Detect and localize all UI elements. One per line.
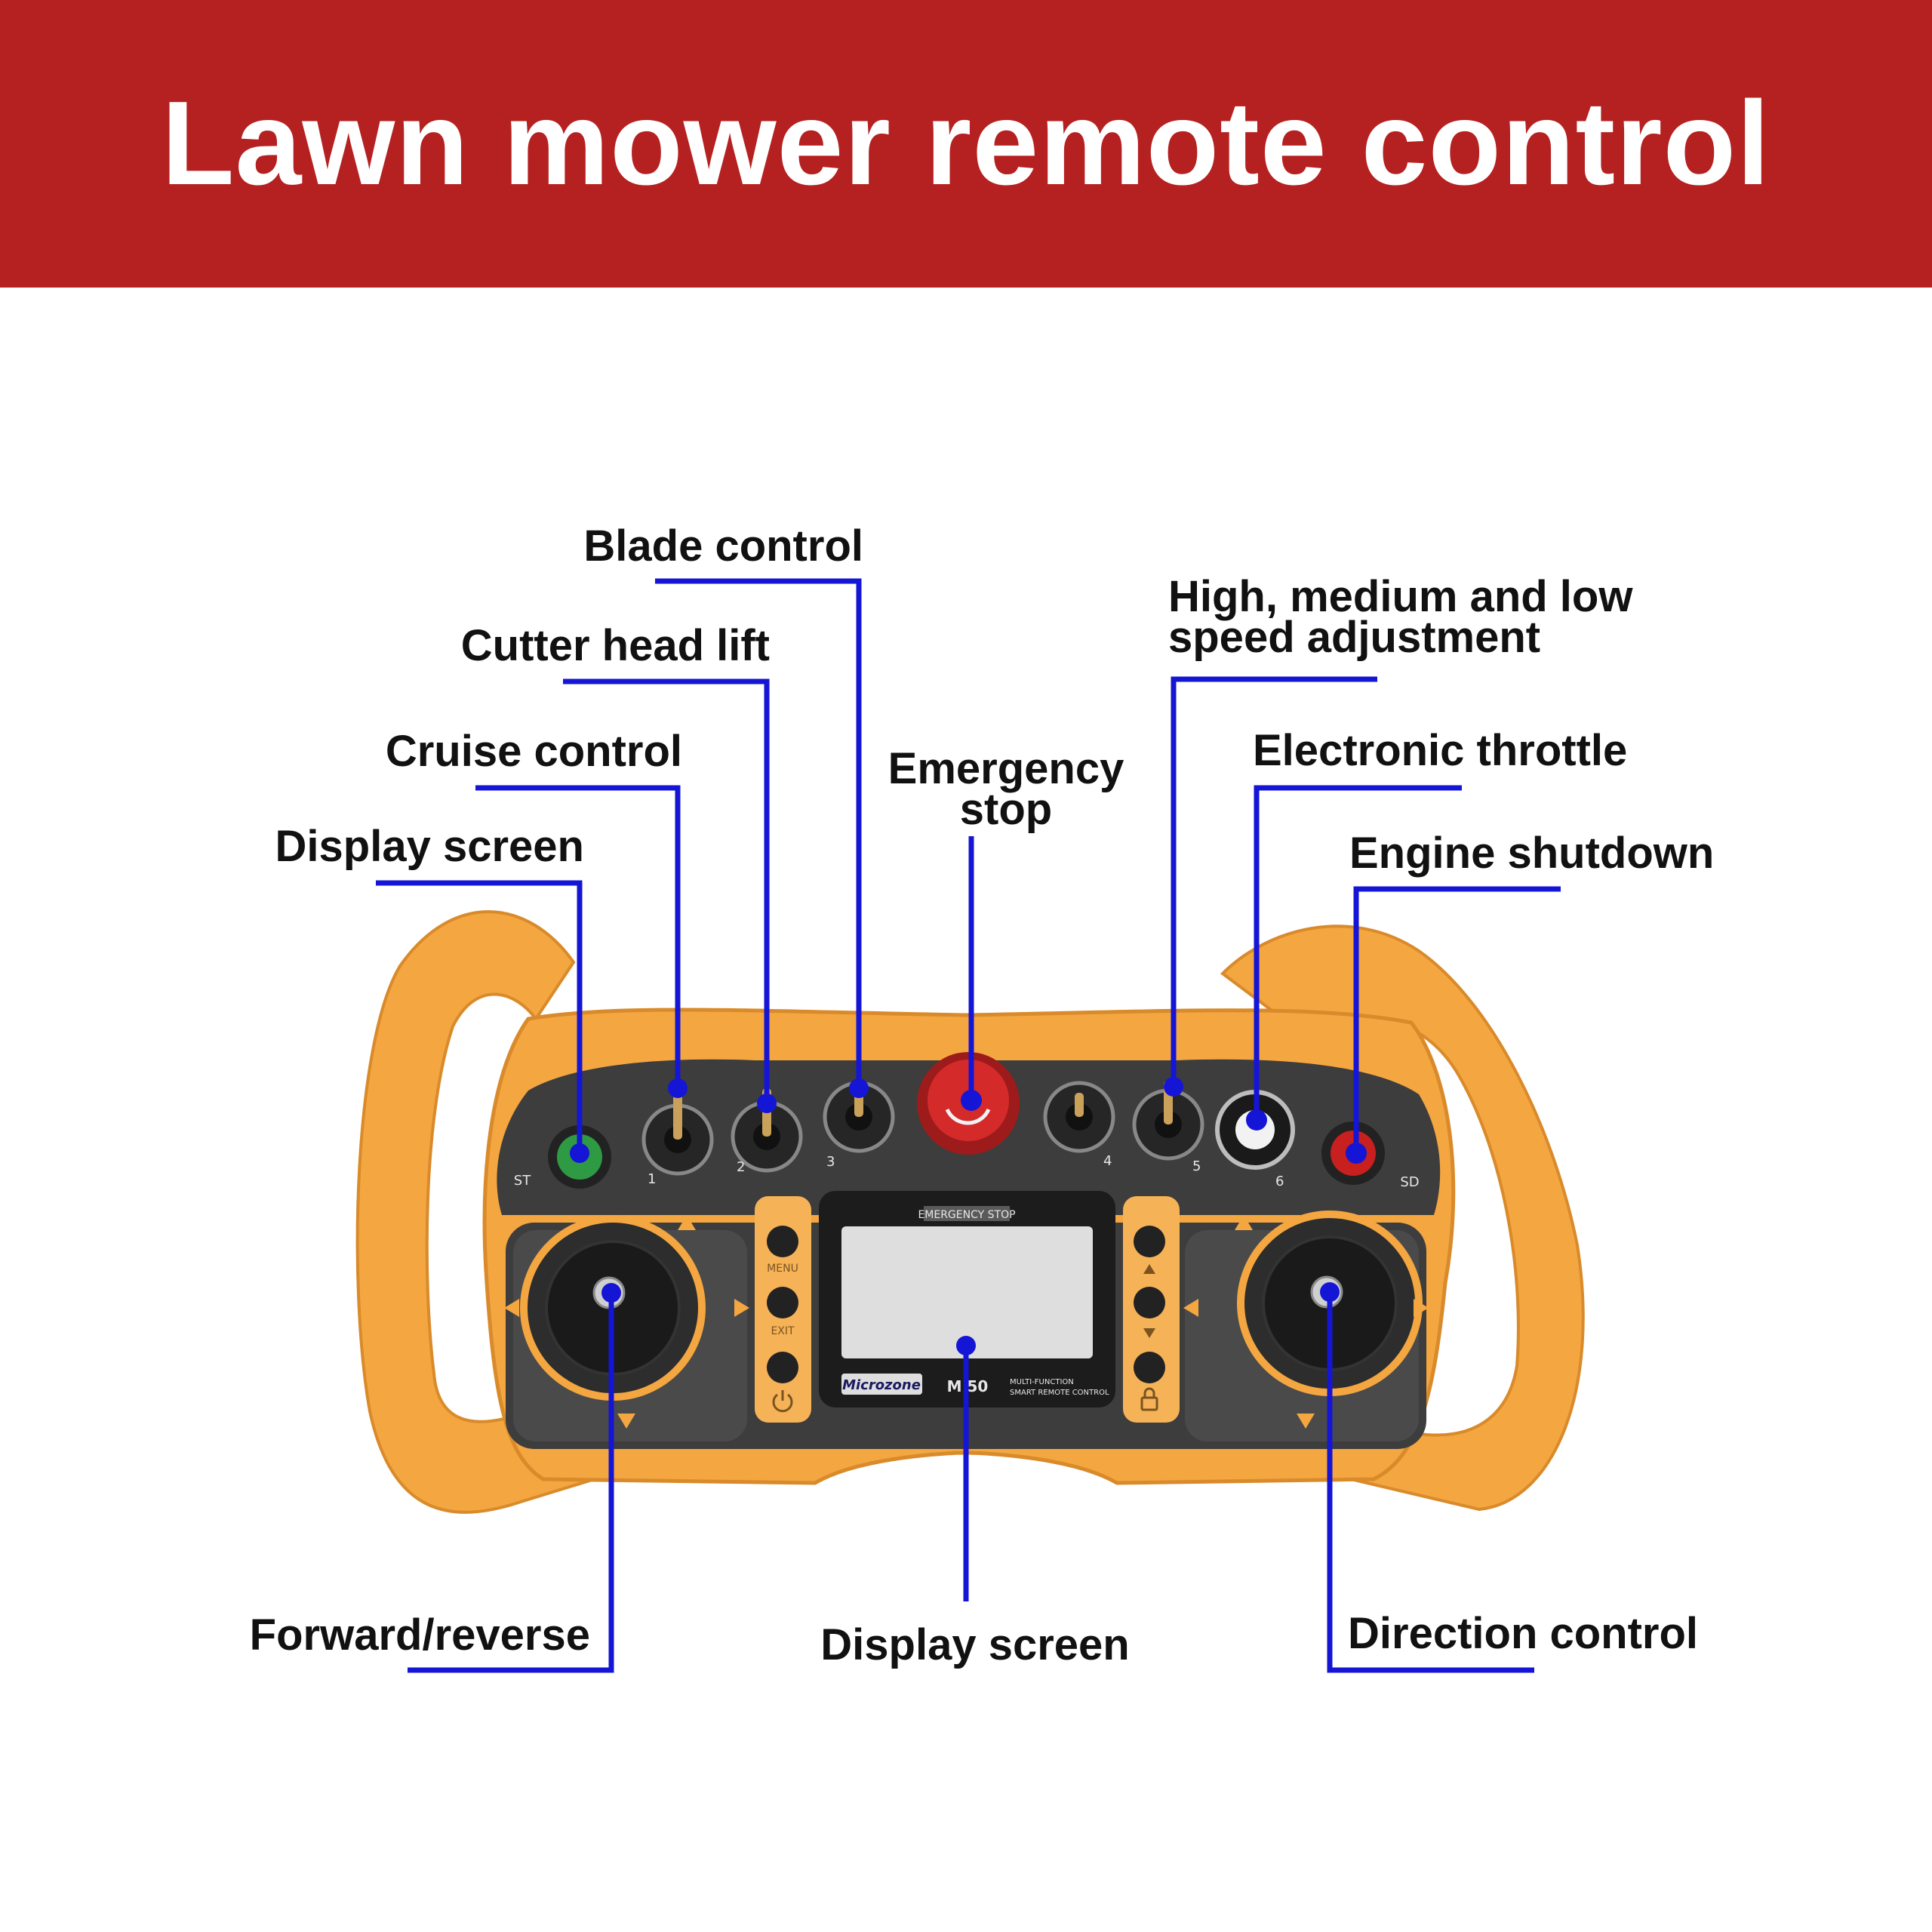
tagline-line1: MULTI-FUNCTION <box>1010 1378 1074 1386</box>
leader-forward-reverse <box>408 1293 614 1673</box>
leader-blade-control <box>655 578 862 1088</box>
callout-labels: Blade control Cutter head lift Cruise co… <box>250 521 1715 1669</box>
label-engine-shutdown: Engine shutdown <box>1349 829 1714 878</box>
page-title: Lawn mower remote control <box>161 77 1770 210</box>
arrow-up-icon <box>1235 1215 1253 1230</box>
st-label: ST <box>514 1173 531 1189</box>
toggle-switch-5[interactable] <box>1132 1081 1204 1161</box>
switch-number-3: 3 <box>826 1154 835 1170</box>
anchor-dot <box>956 1336 976 1355</box>
leader-display-screen-top <box>376 880 583 1153</box>
arrow-up-icon <box>1143 1264 1155 1274</box>
brand-badge <box>841 1374 922 1395</box>
anchor-dot <box>849 1078 869 1098</box>
arrow-down-icon <box>1143 1328 1155 1338</box>
leader-direction-control <box>1327 1292 1534 1673</box>
emergency-tag: EMERGENCY STOP <box>918 1209 1015 1221</box>
left-handle <box>355 910 623 1514</box>
label-emergency-stop-line2: stop <box>960 785 1052 834</box>
emergency-tag-bg <box>924 1206 1010 1221</box>
exit-button[interactable] <box>767 1287 798 1318</box>
arrow-right-icon <box>734 1299 749 1317</box>
switch-number-1: 1 <box>648 1171 656 1187</box>
leader-engine-shutdown <box>1353 886 1561 1153</box>
label-speed-adjustment-line1: High, medium and low <box>1168 572 1633 621</box>
leader-cruise-control <box>475 785 681 1088</box>
anchor-dot <box>1320 1282 1340 1302</box>
brand-name: Microzone <box>842 1377 921 1393</box>
menu-button[interactable] <box>767 1226 798 1257</box>
power-button[interactable] <box>767 1352 798 1383</box>
anchor-dot <box>601 1283 621 1303</box>
arrow-down-icon <box>1297 1414 1315 1429</box>
label-forward-reverse: Forward/reverse <box>250 1611 590 1660</box>
leader-cutter-head-lift <box>563 678 770 1103</box>
menu-label: MENU <box>767 1263 798 1275</box>
label-electronic-throttle: Electronic throttle <box>1253 726 1627 775</box>
arrow-left-icon <box>504 1299 519 1317</box>
anchor-dot <box>1164 1077 1183 1097</box>
right-handle <box>1220 924 1585 1512</box>
sd-label: SD <box>1400 1174 1419 1190</box>
power-icon <box>772 1390 793 1413</box>
label-cutter-head-lift: Cutter head lift <box>461 621 770 670</box>
down-button[interactable] <box>1134 1287 1165 1318</box>
anchor-dot <box>570 1143 589 1163</box>
arrow-down-icon <box>617 1414 635 1429</box>
anchor-dot <box>1346 1143 1367 1164</box>
arrow-left-icon <box>1183 1299 1198 1317</box>
label-blade-control: Blade control <box>583 521 863 571</box>
arrow-right-icon <box>1414 1299 1429 1317</box>
label-display-screen-top: Display screen <box>275 822 584 871</box>
leader-speed-adjustment <box>1171 676 1377 1087</box>
switch-number-6: 6 <box>1275 1174 1284 1189</box>
anchor-dot <box>1246 1109 1267 1131</box>
arrow-up-icon <box>678 1215 696 1230</box>
anchor-dot <box>961 1090 982 1111</box>
label-cruise-control: Cruise control <box>386 727 682 776</box>
lock-icon <box>1140 1387 1158 1411</box>
label-speed-adjustment-line2: speed adjustment <box>1168 613 1540 662</box>
lcd-screen <box>841 1226 1093 1358</box>
toggle-switch-4[interactable] <box>1043 1081 1115 1153</box>
label-direction-control: Direction control <box>1348 1609 1698 1658</box>
leader-lines <box>376 578 1561 1673</box>
switch-number-5: 5 <box>1192 1158 1201 1174</box>
anchor-dot <box>757 1094 777 1113</box>
label-emergency-stop-line1: Emergency <box>888 744 1124 793</box>
anchor-dot <box>668 1078 688 1098</box>
title-banner: Lawn mower remote control <box>0 0 1932 288</box>
up-button[interactable] <box>1134 1226 1165 1257</box>
switch-number-4: 4 <box>1103 1153 1112 1169</box>
lock-button[interactable] <box>1134 1352 1165 1383</box>
toggle-switch-1[interactable] <box>641 1087 714 1176</box>
exit-label: EXIT <box>771 1325 795 1337</box>
leader-electronic-throttle <box>1254 785 1462 1120</box>
toggle-switch-3[interactable] <box>823 1079 895 1153</box>
tagline-line2: SMART REMOTE CONTROL <box>1010 1389 1109 1397</box>
label-display-screen-bottom: Display screen <box>820 1620 1129 1669</box>
switch-number-2: 2 <box>737 1159 745 1175</box>
